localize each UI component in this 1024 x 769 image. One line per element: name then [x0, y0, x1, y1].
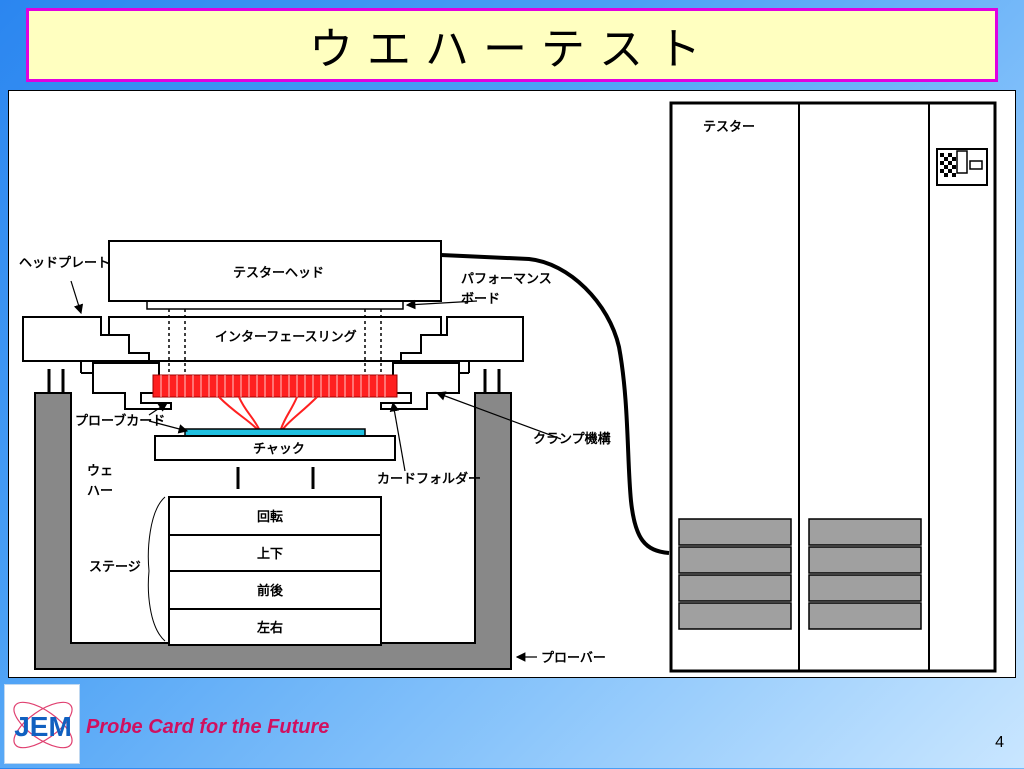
diagram-panel: テスター テスターヘッド ヘッドプレート パフォーマンス ボード インターフェー… [8, 90, 1016, 678]
pogo-pins [168, 309, 382, 373]
logo-graphic: JEM [13, 701, 73, 749]
label-wafer-1: ウェ [87, 464, 113, 479]
title-box: ウエハーテスト [26, 8, 998, 82]
label-wafer-2: ハー [87, 484, 113, 499]
tester-head [108, 240, 442, 302]
label-clamp: クランプ機構 [533, 431, 611, 447]
chuck-shafts [236, 467, 315, 489]
leader-lines [70, 280, 562, 662]
clamp-arms [80, 361, 470, 374]
label-prober: プローバー [541, 651, 606, 666]
chuck [154, 435, 396, 461]
probe-card [152, 374, 398, 430]
page-number: 4 [995, 734, 1004, 751]
tester-control-panel-icon [936, 148, 988, 186]
prober-frame [34, 392, 512, 670]
label-head-plate: ヘッドプレート [19, 256, 110, 271]
stage-brace [147, 496, 166, 642]
wafer-test-diagram: テスター テスターヘッド ヘッドプレート パフォーマンス ボード インターフェー… [19, 101, 997, 673]
slide-title: ウエハーテスト [309, 24, 715, 75]
label-chuck: チャック [253, 442, 305, 457]
footer: JEM Probe Card for the Future 4 [0, 682, 1024, 768]
wafer [184, 428, 366, 437]
jem-logo: JEM [4, 684, 80, 764]
interface-ring [108, 316, 442, 362]
label-stage-updown: 上下 [257, 547, 283, 562]
label-card-holder: カードフォルダー [377, 471, 481, 487]
label-stage: ステージ [89, 560, 141, 575]
tester-cabinet [669, 101, 997, 673]
tagline: Probe Card for the Future [86, 716, 330, 738]
stage [168, 496, 382, 646]
prober-posts [47, 369, 501, 393]
label-tester-head: テスターヘッド [233, 266, 324, 281]
label-tester: テスター [703, 120, 755, 135]
tester-cable [440, 253, 670, 555]
label-stage-frontback: 前後 [257, 583, 284, 599]
label-stage-leftright: 左右 [257, 620, 283, 636]
label-probe-card: プローブカード [75, 413, 165, 429]
label-performance-board-2: ボード [461, 291, 500, 307]
logo-text: JEM [14, 711, 72, 742]
performance-board [146, 300, 404, 310]
card-holder [92, 362, 460, 410]
label-stage-rotate: 回転 [257, 509, 283, 525]
label-interface-ring: インターフェースリング [215, 329, 357, 345]
label-performance-board-1: パフォーマンス [461, 272, 552, 287]
